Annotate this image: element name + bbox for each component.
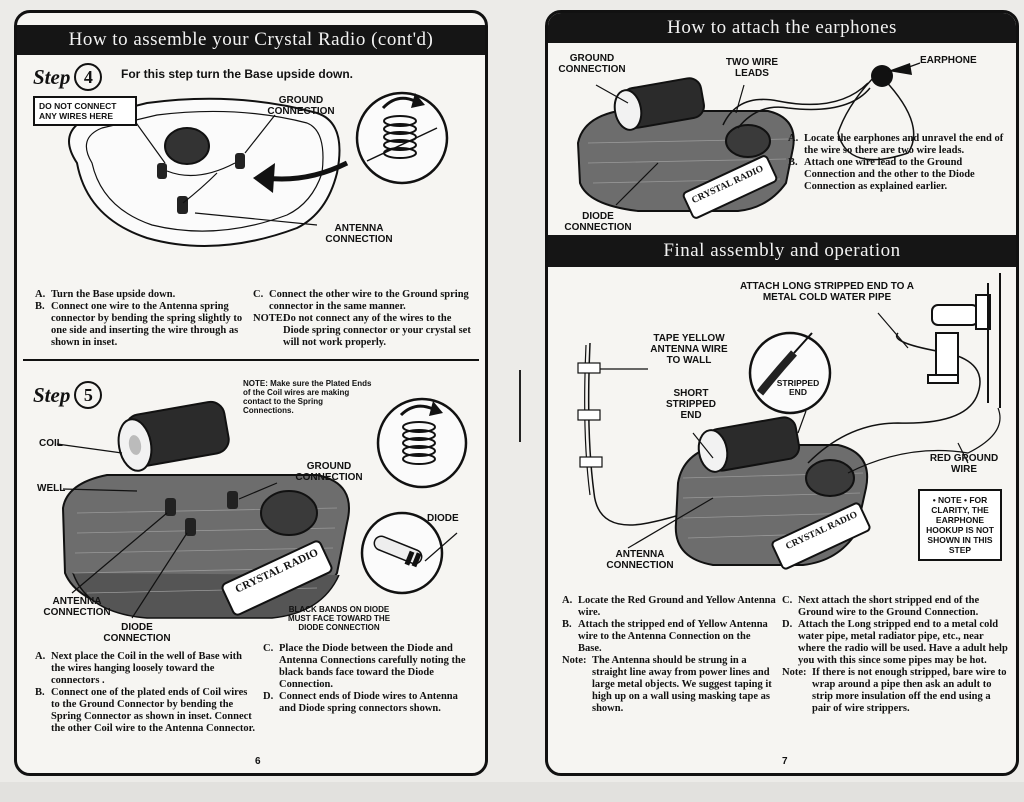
step5-d-text: Connect ends of Diode wires to Antenna a… <box>279 691 458 714</box>
step4-illustration <box>68 91 449 247</box>
step5-d-key: D. <box>263 691 274 702</box>
step4-ground-label: GROUND CONNECTION <box>267 95 335 117</box>
fin-b-text: Attach the stripped end of Yellow Antenn… <box>578 619 768 654</box>
fin-note2-text: If there is not enough stripped, bare wi… <box>812 667 1007 714</box>
step5-ground-label: GROUND CONNECTION <box>295 461 363 483</box>
step4-number: 4 <box>74 63 103 91</box>
two-wire-label: TWO WIRE LEADS <box>725 57 779 79</box>
step4-text-right: C. Connect the other wire to the Ground s… <box>253 289 473 349</box>
fin-note-key: Note: <box>562 655 587 666</box>
short-stripped-label: SHORT STRIPPED END <box>665 388 716 421</box>
step4-b-key: B. <box>35 301 45 312</box>
fin-note-text: The Antenna should be strung in a straig… <box>592 655 772 714</box>
fin-c-text: Next attach the short stripped end of th… <box>798 595 980 618</box>
step5-text-left: A. Next place the Coil in the well of Bas… <box>35 651 257 735</box>
left-page-number: 6 <box>255 756 261 767</box>
scan-bottom-strip <box>0 782 1024 802</box>
step4-b-text: Connect one wire to the Antenna spring c… <box>51 301 243 348</box>
step5-note: NOTE: Make sure the Plated Ends of the C… <box>243 379 372 415</box>
step5-a-text: Next place the Coil in the well of Base … <box>51 651 243 686</box>
step5-text-right: C. Place the Diode between the Diode and … <box>263 643 477 715</box>
earphone-illustration <box>576 62 921 219</box>
step5-label: Step <box>33 382 71 407</box>
step4-c-text: Connect the other wire to the Ground spr… <box>269 289 469 312</box>
ear-b-text: Attach one wire lead to the Ground Conne… <box>804 157 975 192</box>
fin-d-key: D. <box>782 619 793 630</box>
earphone-diode-label: DIODE CONNECTION <box>564 211 632 233</box>
step-divider <box>23 359 479 361</box>
fin-a-key: A. <box>562 595 573 606</box>
step5-number: 5 <box>74 381 103 409</box>
black-bands-note: BLACK BANDS ON DIODE MUST FACE TOWARD TH… <box>287 605 391 632</box>
final-text-left: A. Locate the Red Ground and Yellow Anten… <box>562 595 776 715</box>
fin-b-key: B. <box>562 619 572 630</box>
left-page: How to assemble your Crystal Radio (cont… <box>14 10 488 776</box>
step4-label: Step <box>33 64 71 89</box>
step4-text-left: A. Turn the Base upside down. B. Connect o… <box>35 289 247 349</box>
left-banner: How to assemble your Crystal Radio (cont… <box>17 25 485 55</box>
fin-d-text: Attach the Long stripped end to a metal … <box>798 619 1008 666</box>
step5-a-key: A. <box>35 651 46 662</box>
well-label: WELL <box>37 483 66 494</box>
earphone-text: A. Locate the earphones and unravel the e… <box>788 133 1010 193</box>
stripped-end-label: STRIPPED END <box>776 378 820 397</box>
step4-instruction: For this step turn the Base upside down. <box>121 67 354 81</box>
earphone-ground-label: GROUND CONNECTION <box>558 53 626 75</box>
ear-a-text: Locate the earphones and unravel the end… <box>804 133 1004 156</box>
attach-long-label: ATTACH LONG STRIPPED END TO A METAL COLD… <box>739 281 915 303</box>
binding-mark <box>519 370 521 442</box>
step5-heading: Step 5 <box>33 381 103 409</box>
final-banner: Final assembly and operation <box>548 235 1016 267</box>
coil-label: COIL <box>39 438 63 449</box>
step4-a-key: A. <box>35 289 46 300</box>
tape-label: TAPE YELLOW ANTENNA WIRE TO WALL <box>650 333 728 366</box>
fin-c-key: C. <box>782 595 793 606</box>
ear-a-key: A. <box>788 133 799 144</box>
clarity-note-box: • NOTE • FOR CLARITY, THE EARPHONE HOOKU… <box>918 489 1002 561</box>
step5-c-key: C. <box>263 643 274 654</box>
final-antenna-label: ANTENNA CONNECTION <box>606 549 674 571</box>
ear-b-key: B. <box>788 157 798 168</box>
fin-a-text: Locate the Red Ground and Yellow Antenna… <box>578 595 776 618</box>
earphones-banner: How to attach the earphones <box>548 13 1016 43</box>
right-page: How to attach the earphones GROUND CONNE… <box>545 10 1019 776</box>
final-illustration <box>577 273 1001 570</box>
step4-antenna-label: ANTENNA CONNECTION <box>325 223 393 245</box>
step5-antenna-label: ANTENNA CONNECTION <box>43 596 111 618</box>
step4-heading: Step 4 <box>33 63 103 91</box>
right-page-number: 7 <box>782 756 788 767</box>
final-text-right: C. Next attach the short stripped end of … <box>782 595 1010 715</box>
fin-note2-key: Note: <box>782 667 807 678</box>
step4-a-text: Turn the Base upside down. <box>51 289 176 300</box>
red-ground-label: RED GROUND WIRE <box>929 453 999 475</box>
step4-note-text: Do not connect any of the wires to the D… <box>283 313 471 348</box>
step4-c-key: C. <box>253 289 264 300</box>
step5-illustration <box>56 397 468 619</box>
step5-c-text: Place the Diode between the Diode and An… <box>279 643 466 690</box>
no-connect-warning: DO NOT CONNECT ANY WIRES HERE <box>33 96 137 126</box>
step4-note-key: NOTE: <box>253 313 287 324</box>
step5-b-key: B. <box>35 687 45 698</box>
diode-label: DIODE <box>427 513 459 524</box>
earphone-label: EARPHONE <box>920 55 977 66</box>
step5-b-text: Connect one of the plated ends of Coil w… <box>51 687 255 734</box>
step5-diode-conn-label: DIODE CONNECTION <box>103 622 171 644</box>
